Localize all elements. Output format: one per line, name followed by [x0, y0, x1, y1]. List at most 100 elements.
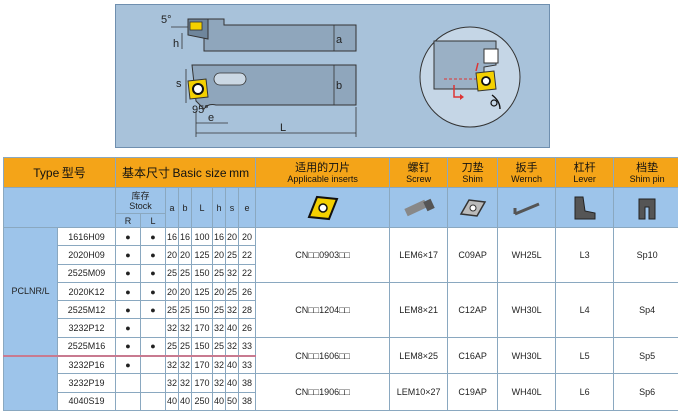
val-b: 20: [178, 281, 193, 302]
stock-r-value: ●: [115, 318, 142, 338]
stock-l-value: ●: [140, 300, 167, 320]
shim-cn: 刀垫: [461, 161, 484, 174]
stock-L: L: [140, 213, 167, 228]
insert-icon-cell: [255, 187, 391, 228]
table-row: 2020K12 ● ● 20 20 125 20 25 26 CN□□1204□…: [4, 281, 678, 338]
val-s: 20: [225, 226, 240, 247]
val-e: 28: [238, 300, 257, 320]
insert-diamond-icon: [307, 195, 339, 220]
val-s: 40: [225, 373, 240, 393]
type-label: Type: [33, 166, 60, 180]
val-e: 22: [238, 263, 257, 283]
dim-h: h: [173, 38, 179, 50]
insert-code: CN□□1204□□: [255, 281, 391, 338]
inserts-header: 适用的刀片 Applicable inserts: [255, 157, 391, 188]
screw-cn: 螺钉: [407, 161, 430, 174]
val-L: 125: [191, 245, 214, 265]
insert-code: CN□□1906□□: [255, 373, 391, 411]
insert-code: CN□□1606□□: [255, 336, 391, 375]
wrench-icon-cell: [497, 187, 557, 228]
table-row: 3232P19 32 32 170 32 40 38 CN□□1906□□ LE…: [4, 373, 678, 411]
table-row: 2525M09 ● ● 25 25 150 25 32 22: [4, 263, 678, 283]
val-L: 170: [191, 354, 214, 375]
val-L: 150: [191, 263, 214, 283]
table-row: 2020H09 ● ● 20 20 125 20 25 22: [4, 245, 678, 265]
row-code: 2020H09: [56, 245, 117, 265]
shim-icon-cell: [447, 187, 499, 228]
screw-icon-cell: [389, 187, 449, 228]
technical-drawing: a 5° h b s 95° e L: [115, 4, 550, 148]
val-s: 40: [225, 354, 240, 375]
val-s: 32: [225, 336, 240, 357]
val-a: 40: [165, 391, 180, 412]
val-b: 32: [178, 318, 193, 338]
shim-code: C12AP: [447, 281, 499, 338]
val-L: 125: [191, 281, 214, 302]
screw-code: LEM8×25: [389, 336, 449, 375]
val-e: 22: [238, 245, 257, 265]
val-L: 250: [191, 391, 214, 412]
wrench-code: WH30L: [497, 281, 557, 338]
col-e: e: [238, 187, 257, 228]
wrench-code: WH30L: [497, 336, 557, 375]
stock-r-value: [115, 391, 142, 412]
shim-icon: [459, 198, 486, 217]
shimpin-header: 档垫 Shim pin: [613, 157, 678, 188]
val-s: 40: [225, 318, 240, 338]
lever-code: L4: [555, 281, 615, 338]
row-code: 2020K12: [56, 281, 117, 302]
basic-size-cn: 基本尺寸: [122, 166, 171, 180]
wrench-header: 扳手 Wernch: [497, 157, 557, 188]
table-row: 2525M12 ● ● 25 25 150 25 32 28: [4, 300, 678, 320]
val-L: 170: [191, 373, 214, 393]
shim-code: C16AP: [447, 336, 499, 375]
row-code: 2525M09: [56, 263, 117, 283]
screw-code: LEM8×21: [389, 281, 449, 338]
val-s: 50: [225, 391, 240, 412]
row-code: 3232P16: [56, 354, 117, 375]
stock-l-value: ●: [140, 245, 167, 265]
row-code: 2525M16: [56, 336, 117, 357]
type-header: Type 型号: [2, 157, 117, 188]
stock-r-value: ●: [115, 300, 142, 320]
val-e: 26: [238, 281, 257, 302]
stock-l-value: [140, 354, 167, 375]
val-h: 16: [212, 226, 227, 247]
val-e: 33: [238, 354, 257, 375]
wrench-en: Wernch: [511, 173, 543, 184]
stock-l-value: [140, 373, 167, 393]
val-b: 25: [178, 336, 193, 357]
val-s: 25: [225, 245, 240, 265]
val-a: 16: [165, 226, 180, 247]
type-subheader: [2, 187, 117, 228]
val-b: 25: [178, 300, 193, 320]
shim-header: 刀垫 Shim: [447, 157, 499, 188]
stock-en: Stock: [129, 200, 152, 211]
pin-code: Sp6: [613, 373, 678, 411]
val-b: 20: [178, 245, 193, 265]
wrench-code: WH40L: [497, 373, 557, 411]
type-name: PCLNR/L: [3, 226, 58, 357]
val-b: 25: [178, 263, 193, 283]
val-e: 26: [238, 318, 257, 338]
dim-L: L: [280, 122, 286, 134]
shimpin-cn: 档垫: [636, 161, 659, 174]
stock-r-value: ●: [115, 281, 142, 302]
col-h: h: [212, 187, 227, 228]
basic-size-header: 基本尺寸 Basic size mm: [115, 157, 257, 188]
stock-l-value: ●: [140, 263, 167, 283]
val-b: 32: [178, 354, 193, 375]
val-e: 38: [238, 373, 257, 393]
val-a: 25: [165, 300, 180, 320]
val-L: 150: [191, 336, 214, 357]
val-h: 40: [212, 391, 227, 412]
val-h: 32: [212, 318, 227, 338]
dim-s: s: [176, 78, 182, 90]
val-a: 32: [165, 318, 180, 338]
val-a: 25: [165, 336, 180, 357]
stock-r-value: ●: [115, 354, 142, 375]
val-s: 25: [225, 281, 240, 302]
table-row: PCLNR/L 1616H09 ● ● 16 16 100 16 20 20 C…: [3, 226, 678, 357]
inserts-cn: 适用的刀片: [295, 161, 351, 174]
table-row: 4040S19 40 40 250 40 50 38: [4, 391, 678, 412]
